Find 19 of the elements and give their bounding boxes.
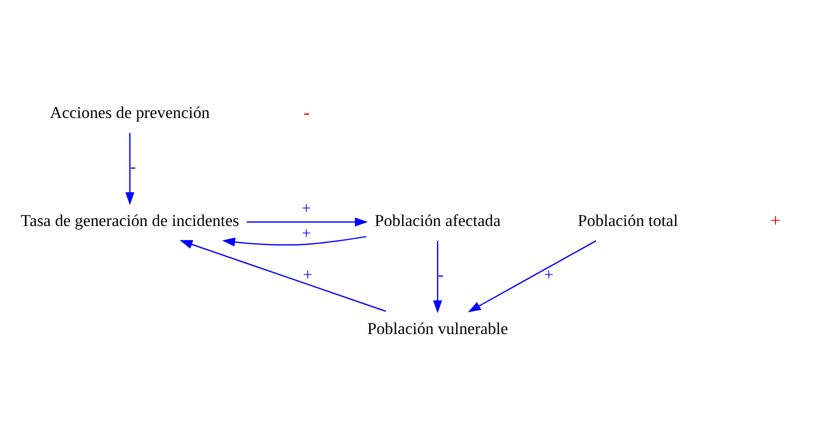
label: -	[303, 102, 310, 124]
node-text: Tasa de generación de incidentes	[20, 210, 240, 230]
arrow	[125, 132, 134, 206]
edge-label: +	[302, 198, 312, 218]
arrow	[180, 240, 386, 312]
node-text: Población vulnerable	[367, 319, 508, 338]
arrow	[222, 236, 366, 246]
edge-label: +	[544, 265, 554, 284]
label: +	[770, 210, 781, 232]
edge-label: +	[302, 265, 312, 284]
node-text: Población total	[578, 210, 678, 230]
edge-label: -	[130, 156, 136, 176]
arrow	[468, 240, 596, 312]
node-text: Población afectada	[374, 210, 501, 230]
arrow	[433, 241, 442, 314]
arrow	[246, 217, 368, 227]
edge-label: +	[302, 223, 312, 242]
node-text: Acciones de prevención	[50, 102, 210, 122]
edge-label: -	[438, 265, 444, 284]
